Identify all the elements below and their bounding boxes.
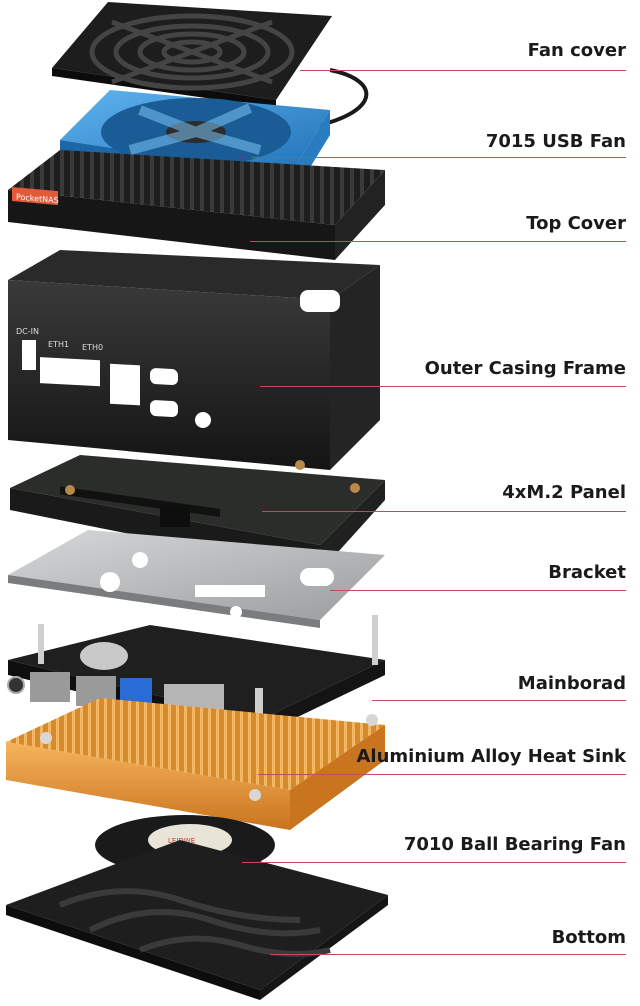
label-outer-casing: Outer Casing Frame [424, 358, 626, 379]
outer-casing-part: DC-IN ETH1 ETH0 [8, 250, 380, 470]
leader-mainboard [372, 700, 626, 701]
leader-top-cover [250, 241, 626, 242]
label-usb-fan: 7015 USB Fan [485, 131, 626, 152]
top-cover-part: PocketNAS [8, 150, 385, 271]
casing-eth0-label: ETH0 [82, 343, 103, 352]
label-ball-fan: 7010 Ball Bearing Fan [403, 834, 626, 855]
label-mainboard: Mainborad [517, 673, 626, 694]
label-bottom: Bottom [551, 927, 626, 948]
label-heat-sink: Aluminium Alloy Heat Sink [356, 746, 626, 767]
leader-bracket [330, 590, 626, 591]
label-bracket: Bracket [548, 562, 626, 583]
bracket-part [8, 530, 385, 628]
casing-dc-label: DC-IN [16, 327, 39, 336]
fan-cover-part [52, 2, 369, 127]
label-fan-cover: Fan cover [527, 40, 626, 61]
bottom-plate-part [6, 840, 388, 1000]
label-m2-panel: 4xM.2 Panel [502, 482, 626, 503]
leader-outer-casing [260, 386, 626, 387]
leader-m2-panel [262, 511, 626, 512]
heat-sink-part [6, 698, 385, 830]
leader-ball-fan [242, 862, 626, 863]
top-cover-badge: PocketNAS [16, 192, 59, 205]
casing-eth1-label: ETH1 [48, 340, 69, 349]
leader-heat-sink [258, 774, 626, 775]
leader-usb-fan [252, 157, 626, 158]
leader-bottom [270, 954, 626, 955]
label-top-cover: Top Cover [526, 213, 626, 234]
leader-fan-cover [300, 70, 626, 71]
